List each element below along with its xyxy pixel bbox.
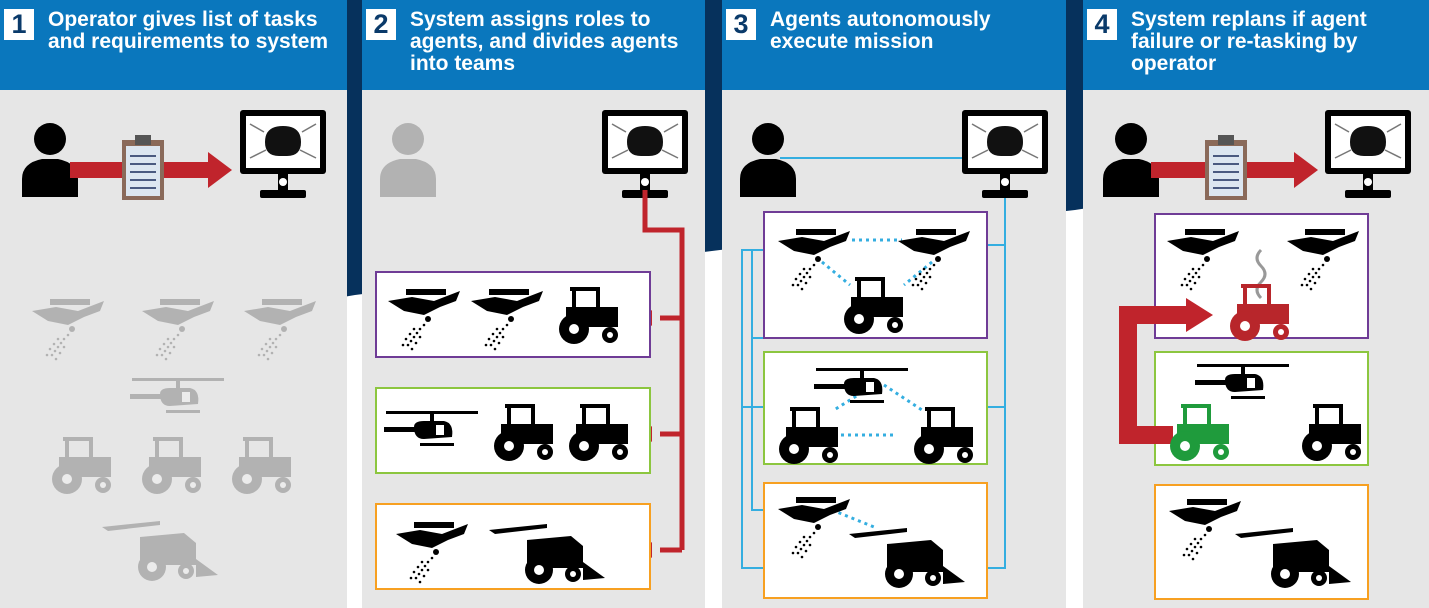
step-4-panel: 4 System replans if agent failure or re-… xyxy=(1083,0,1429,608)
ai-brain-monitor-icon xyxy=(240,110,326,198)
ai-brain-monitor-icon xyxy=(962,110,1048,198)
step-2-panel: 2 System assigns roles to agents, and di… xyxy=(362,0,705,608)
team-box-orange xyxy=(375,503,651,590)
unassigned-agent-pool xyxy=(32,299,316,581)
replan-arrow-head xyxy=(1186,298,1213,332)
step-4-number: 4 xyxy=(1087,9,1117,40)
operator-silhouette-icon xyxy=(740,123,796,197)
step-2-title: System assigns roles to agents, and divi… xyxy=(410,8,679,75)
step-2-header: 2 System assigns roles to agents, and di… xyxy=(362,0,705,90)
step-1-title: Operator gives list of tasks and require… xyxy=(48,8,329,53)
operator-silhouette-icon xyxy=(1103,123,1159,197)
communication-links xyxy=(741,157,1006,569)
operator-silhouette-icon xyxy=(380,123,436,197)
step-3-panel: 3 Agents autonomously execute mission xyxy=(722,0,1066,608)
operator-silhouette-icon xyxy=(22,123,78,197)
step-3-number: 3 xyxy=(726,9,756,40)
task-arrow-head xyxy=(1294,152,1318,188)
smoke-icon xyxy=(1255,248,1267,300)
step-3-header: 3 Agents autonomously execute mission xyxy=(722,0,1066,90)
combine-harvester-icon xyxy=(102,521,218,581)
step-1-number: 1 xyxy=(4,9,34,40)
step-3-title: Agents autonomously execute mission xyxy=(770,8,991,53)
step-1-header: 1 Operator gives list of tasks and requi… xyxy=(0,0,347,90)
step-3-diagram xyxy=(722,90,1066,599)
ai-brain-monitor-icon xyxy=(602,110,688,198)
step-1-diagram xyxy=(0,90,347,608)
step-4-header: 4 System replans if agent failure or re-… xyxy=(1083,0,1429,90)
clipboard-icon xyxy=(1205,135,1247,200)
step-2-number: 2 xyxy=(366,9,396,40)
task-arrow-head xyxy=(208,152,232,188)
step-4-title: System replans if agent failure or re-ta… xyxy=(1131,8,1367,75)
tractor-icon xyxy=(232,437,291,494)
crop-duster-plane-icon xyxy=(32,299,104,360)
step-2-diagram xyxy=(375,90,705,590)
tractor-icon xyxy=(142,437,201,494)
crop-duster-plane-icon xyxy=(142,299,214,360)
step-1-panel: 1 Operator gives list of tasks and requi… xyxy=(0,0,347,608)
assignment-arrows xyxy=(642,190,685,553)
crop-duster-plane-icon xyxy=(244,299,316,360)
helicopter-icon xyxy=(130,378,224,413)
replan-arrow xyxy=(1119,306,1188,444)
clipboard-icon xyxy=(122,135,164,200)
ai-brain-monitor-icon xyxy=(1325,110,1411,198)
step-4-diagram xyxy=(1083,90,1429,600)
tractor-icon xyxy=(52,437,111,494)
